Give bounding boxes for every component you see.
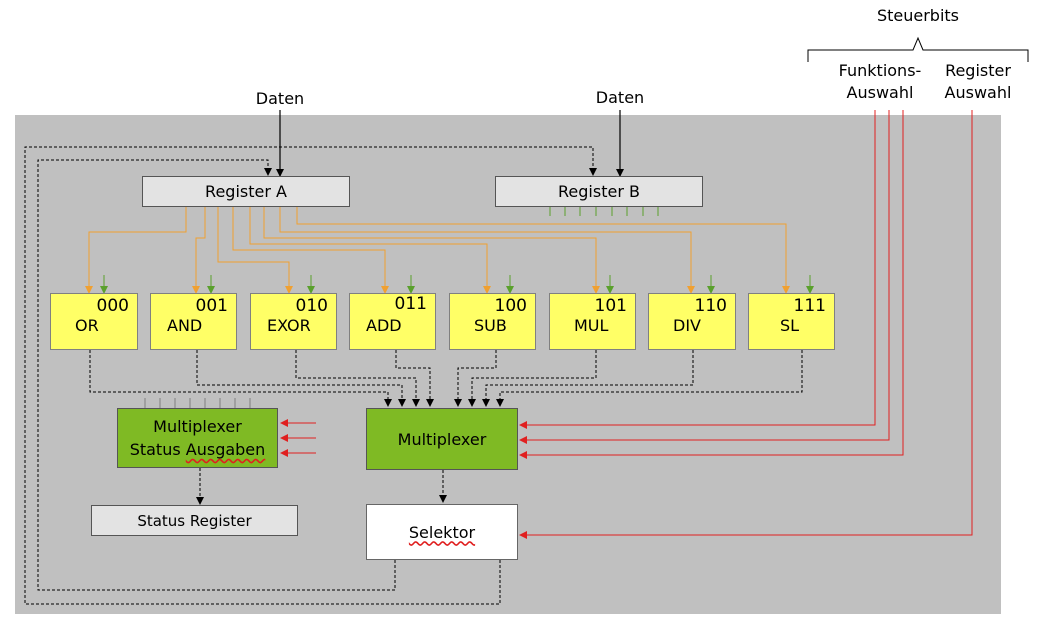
unit-op: ADD [366,316,402,335]
register-b: Register B [495,176,703,207]
unit-op: DIV [673,316,701,335]
unit-sub: 100 SUB [449,293,536,350]
unit-code: 010 [295,296,328,316]
unit-mul: 101 MUL [549,293,636,350]
unit-code: 011 [394,294,427,314]
unit-code: 101 [594,296,627,316]
unit-op: OR [75,316,99,335]
register-b-label: Register B [558,182,640,201]
unit-op: AND [167,316,203,335]
unit-div: 110 DIV [648,293,736,350]
main-multiplexer: Multiplexer [366,408,518,470]
main-mux-label: Multiplexer [397,429,487,449]
unit-sl: 111 SL [748,293,835,350]
feedback-loop-b [24,146,597,605]
unit-op: MUL [574,316,609,335]
unit-exor: 010 EXOR [250,293,337,350]
register-a-label: Register A [205,182,287,201]
register-auswahl-line2: Auswahl [944,83,1012,102]
unit-code: 100 [494,296,527,316]
status-mux-word-status: Status [129,440,181,459]
unit-op: EXOR [267,316,311,335]
unit-op: SL [780,316,800,335]
unit-or: 000 OR [50,293,138,350]
steuerbits-brace [807,36,1029,62]
unit-and: 001 AND [150,293,237,350]
steuerbits-label: Steuerbits [876,6,960,25]
status-mux-line1: Multiplexer [153,417,242,436]
status-register: Status Register [91,505,298,536]
unit-code: 001 [195,296,228,316]
unit-code: 110 [694,296,727,316]
register-auswahl-line1: Register [945,61,1011,80]
register-a: Register A [142,176,350,207]
daten-b-label: Daten [595,88,645,107]
status-register-label: Status Register [137,511,252,530]
status-mux-word-ausgaben: Ausgaben [185,440,266,459]
status-multiplexer: Multiplexer Status Ausgaben [117,408,278,468]
feedback-loop-a [37,159,396,591]
unit-op: SUB [474,316,507,335]
register-auswahl-label: Register Auswahl [930,60,1026,104]
unit-code: 000 [96,296,129,316]
unit-code: 111 [793,296,826,316]
funktions-auswahl-line2: Auswahl [846,83,914,102]
selector-label: Selektor [408,522,476,542]
funktions-auswahl-label: Funktions- Auswahl [820,60,940,104]
selector: Selektor [366,504,518,560]
status-mux-line2: Status Ausgaben [130,438,266,461]
unit-add: 011 ADD [349,293,436,350]
daten-a-label: Daten [255,89,305,108]
funktions-auswahl-line1: Funktions- [838,61,922,80]
